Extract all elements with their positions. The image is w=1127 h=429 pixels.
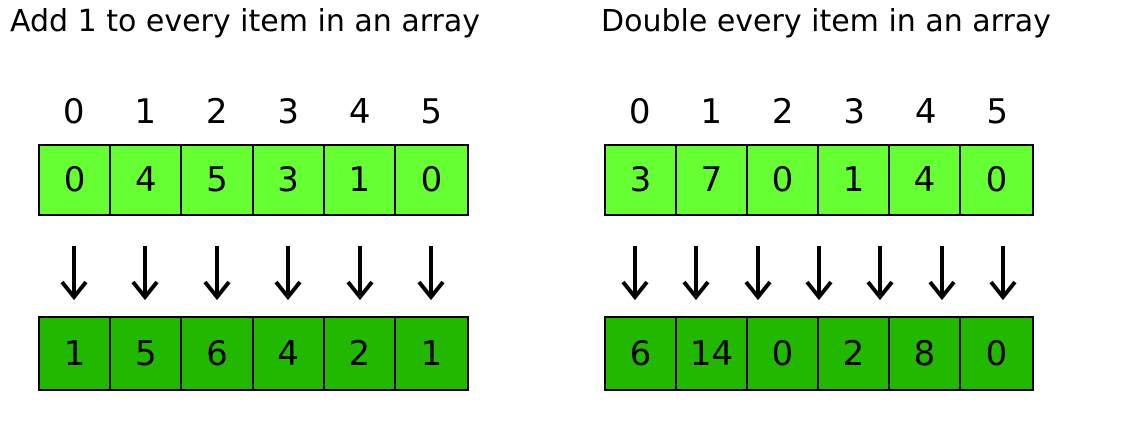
input-cell: 0 xyxy=(961,146,1032,214)
down-arrow-icon xyxy=(253,240,325,304)
down-arrow-icon xyxy=(324,240,396,304)
input-cell: 4 xyxy=(890,146,961,214)
panel-double: Double every item in an array 0 1 2 3 4 … xyxy=(565,0,1125,429)
index-label: 5 xyxy=(986,92,1009,132)
index-label: 4 xyxy=(348,92,371,132)
input-cell: 3 xyxy=(253,146,325,214)
index-label: 1 xyxy=(134,92,157,132)
index-label: 4 xyxy=(914,92,937,132)
index-label: 3 xyxy=(843,92,866,132)
arrow-row xyxy=(38,240,469,304)
input-cell: 1 xyxy=(324,146,396,214)
input-cell: 0 xyxy=(748,146,819,214)
input-cell: 7 xyxy=(677,146,748,214)
output-cell: 1 xyxy=(40,318,112,389)
down-arrow-icon xyxy=(788,240,849,304)
output-cell: 8 xyxy=(890,318,961,389)
panel-title: Double every item in an array xyxy=(601,4,1051,39)
input-cell: 0 xyxy=(395,146,468,214)
index-label: 0 xyxy=(62,92,85,132)
down-arrow-icon xyxy=(110,240,182,304)
index-row: 0 1 2 3 4 5 xyxy=(604,88,1034,136)
down-arrow-icon xyxy=(727,240,788,304)
input-cell: 5 xyxy=(182,146,254,214)
index-label: 1 xyxy=(700,92,723,132)
down-arrow-icon xyxy=(181,240,253,304)
output-cell: 14 xyxy=(677,318,748,389)
output-cell: 0 xyxy=(961,318,1032,389)
input-cell: 1 xyxy=(819,146,890,214)
output-cell: 2 xyxy=(324,318,396,389)
output-cell: 6 xyxy=(606,318,677,389)
output-cell: 4 xyxy=(253,318,325,389)
index-label: 3 xyxy=(277,92,300,132)
output-array: 6 14 0 2 8 0 xyxy=(604,316,1034,391)
arrow-row xyxy=(604,240,1034,304)
down-arrow-icon xyxy=(38,240,110,304)
down-arrow-icon xyxy=(911,240,972,304)
index-label: 5 xyxy=(420,92,443,132)
input-cell: 4 xyxy=(111,146,183,214)
input-array: 0 4 5 3 1 0 xyxy=(38,144,469,216)
down-arrow-icon xyxy=(850,240,911,304)
input-cell: 0 xyxy=(40,146,112,214)
output-cell: 5 xyxy=(111,318,183,389)
output-array: 1 5 6 4 2 1 xyxy=(38,316,469,391)
down-arrow-icon xyxy=(604,240,665,304)
down-arrow-icon xyxy=(973,240,1034,304)
down-arrow-icon xyxy=(665,240,726,304)
output-cell: 2 xyxy=(819,318,890,389)
input-cell: 3 xyxy=(606,146,677,214)
index-row: 0 1 2 3 4 5 xyxy=(38,88,469,136)
index-label: 2 xyxy=(771,92,794,132)
input-array: 3 7 0 1 4 0 xyxy=(604,144,1034,216)
output-cell: 6 xyxy=(182,318,254,389)
index-label: 2 xyxy=(205,92,228,132)
panel-title: Add 1 to every item in an array xyxy=(10,4,480,39)
index-label: 0 xyxy=(628,92,651,132)
output-cell: 0 xyxy=(748,318,819,389)
panel-add-one: Add 1 to every item in an array 0 1 2 3 … xyxy=(0,0,560,429)
down-arrow-icon xyxy=(396,240,468,304)
output-cell: 1 xyxy=(395,318,468,389)
